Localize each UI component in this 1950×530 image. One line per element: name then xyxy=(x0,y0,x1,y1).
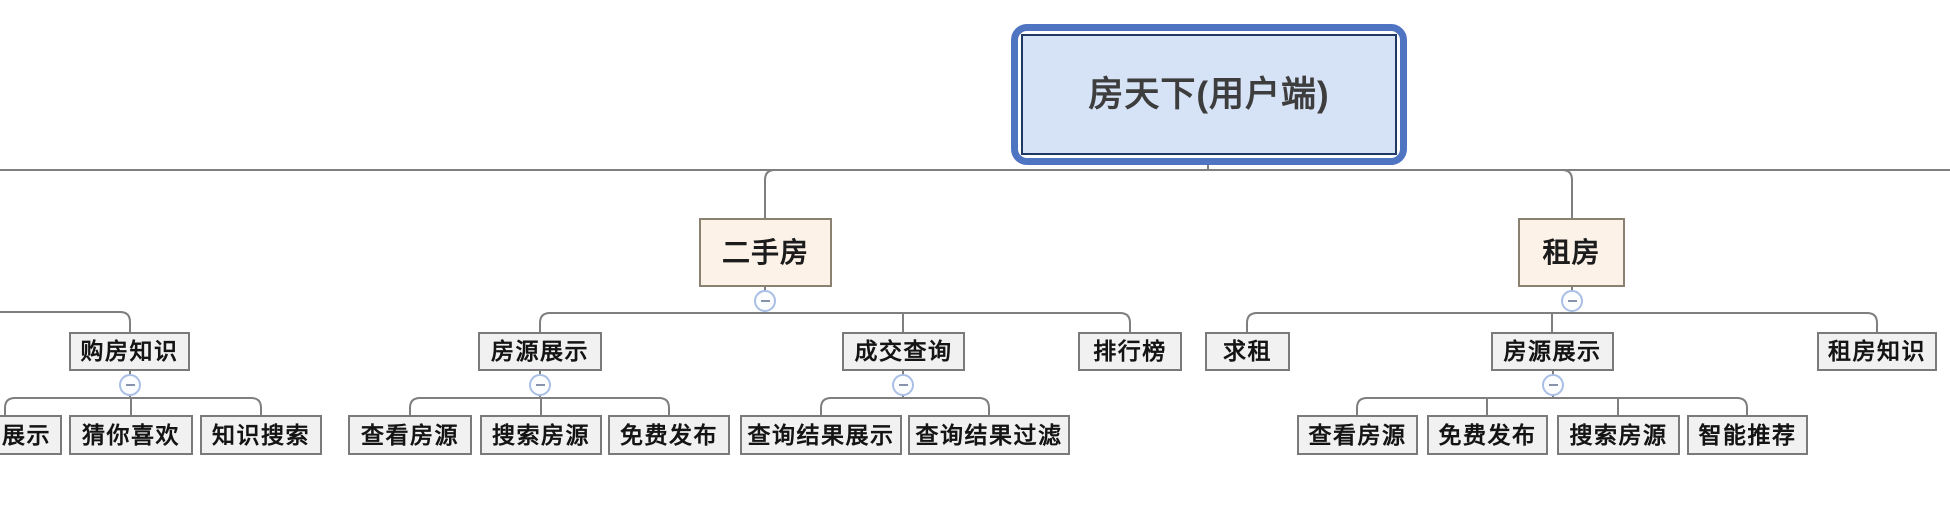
node-ershoufang[interactable]: 二手房 xyxy=(699,218,832,287)
node-zhinengtuijian[interactable]: 智能推荐 xyxy=(1687,415,1808,455)
node-mianfeifabu2[interactable]: 免费发布 xyxy=(1427,415,1548,455)
node-fangyuanzhanshi1[interactable]: 房源展示 xyxy=(478,332,602,371)
minus-icon xyxy=(760,300,770,302)
minus-icon xyxy=(1548,384,1558,386)
collapse-toggle-chengjiaochaxun[interactable] xyxy=(892,374,914,396)
connector-offscreen-left-children xyxy=(0,311,131,332)
root-node-label: 房天下(用户端) xyxy=(1021,34,1397,155)
node-paihangbang[interactable]: 排行榜 xyxy=(1078,332,1182,371)
node-sousuofangyuan2[interactable]: 搜索房源 xyxy=(1557,415,1680,455)
root-node-frame[interactable]: 房天下(用户端) xyxy=(1011,24,1407,165)
node-zufangzhishi[interactable]: 租房知识 xyxy=(1817,332,1937,371)
node-goufangzhishi[interactable]: 购房知识 xyxy=(69,332,190,371)
collapse-toggle-ershoufang[interactable] xyxy=(754,290,776,312)
collapse-toggle-zufang[interactable] xyxy=(1561,290,1583,312)
collapse-toggle-fangyuanzhanshi1[interactable] xyxy=(529,374,551,396)
node-chakanfangyuan1[interactable]: 查看房源 xyxy=(348,415,472,455)
minus-icon xyxy=(535,384,545,386)
connector-ershoufang-children xyxy=(539,287,1131,332)
minus-icon xyxy=(1567,300,1577,302)
node-zhanshi-clipped[interactable]: 展示 xyxy=(0,415,62,455)
node-zhishisousuo[interactable]: 知识搜索 xyxy=(200,415,322,455)
node-chengjiaochaxun[interactable]: 成交查询 xyxy=(842,332,965,371)
connector-root-children xyxy=(0,164,1950,218)
node-chakanfangyuan2[interactable]: 查看房源 xyxy=(1297,415,1418,455)
node-sousuofangyuan1[interactable]: 搜索房源 xyxy=(480,415,602,455)
node-cainixihuan[interactable]: 猜你喜欢 xyxy=(69,415,193,455)
node-mianfeifabu1[interactable]: 免费发布 xyxy=(608,415,730,455)
collapse-toggle-goufangzhishi[interactable] xyxy=(119,374,141,396)
node-chaxunjieguoguolv[interactable]: 查询结果过滤 xyxy=(908,415,1070,455)
node-fangyuanzhanshi2[interactable]: 房源展示 xyxy=(1491,332,1614,371)
minus-icon xyxy=(898,384,908,386)
node-zufang[interactable]: 租房 xyxy=(1518,218,1625,287)
collapse-toggle-fangyuanzhanshi2[interactable] xyxy=(1542,374,1564,396)
node-chaxunjieguozhanshi[interactable]: 查询结果展示 xyxy=(740,415,902,455)
minus-icon xyxy=(125,384,135,386)
node-qiuzu[interactable]: 求租 xyxy=(1205,332,1290,371)
